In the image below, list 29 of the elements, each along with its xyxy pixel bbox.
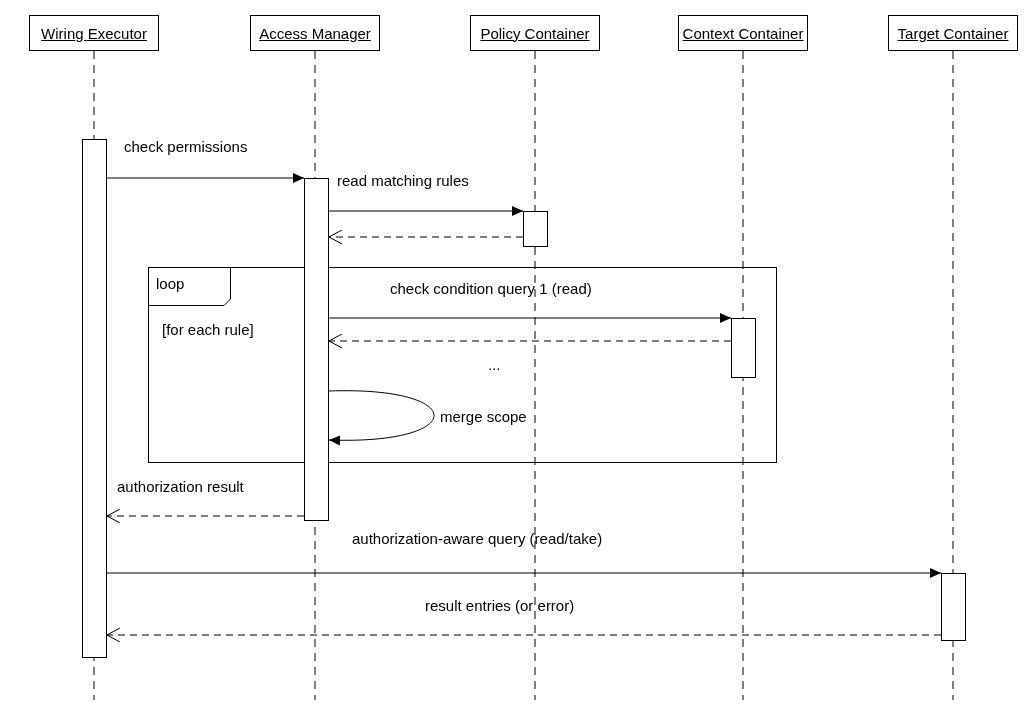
return-arrow (328, 229, 524, 245)
guard-condition: [for each rule] (162, 321, 254, 338)
message-label: authorization-aware query (read/take) (352, 530, 603, 547)
message-label: read matching rules (337, 172, 469, 189)
self-message-arrow (328, 390, 435, 445)
participant-box: Wiring Executor (29, 15, 159, 51)
message-arrow (106, 173, 305, 183)
frame-operator-tab: loop (148, 267, 231, 306)
activation-bar (941, 573, 966, 641)
activation-bar (731, 318, 756, 378)
ellipsis-text: ... (488, 356, 501, 373)
message-arrow (106, 568, 942, 578)
activation-bar (82, 139, 107, 658)
message-label: merge scope (440, 408, 527, 425)
activation-bar (523, 211, 548, 247)
message-label: check condition query 1 (read) (390, 280, 592, 297)
activation-bar (304, 178, 329, 521)
participant-box: Target Container (888, 15, 1018, 51)
participant-box: Context Container (678, 15, 808, 51)
message-label: authorization result (117, 478, 244, 495)
return-arrow (328, 333, 732, 349)
message-arrow (328, 206, 524, 216)
message-label: check permissions (124, 138, 248, 155)
message-arrow (328, 313, 732, 323)
participant-box: Access Manager (250, 15, 380, 51)
participant-box: Policy Container (470, 15, 600, 51)
return-arrow (106, 508, 305, 524)
return-arrow (106, 627, 942, 643)
message-label: result entries (or error) (425, 597, 575, 614)
